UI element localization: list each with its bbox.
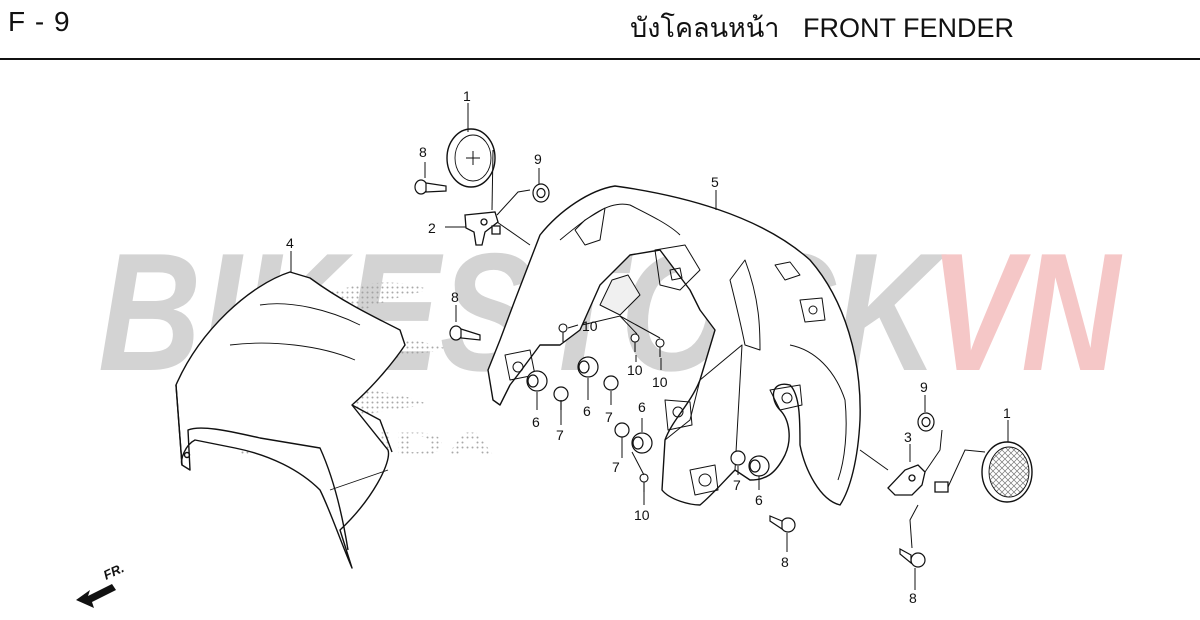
grommet-6-b — [577, 356, 599, 378]
screw-10-d — [639, 473, 649, 492]
grommet-6-c — [631, 432, 653, 454]
bolt-8-c — [769, 515, 796, 533]
collar-7-c — [614, 422, 630, 438]
callout-8-c: 8 — [781, 554, 789, 570]
page-title-english: FRONT FENDER — [802, 13, 1014, 43]
bolt-fasteners — [414, 179, 926, 568]
bolt-8-d — [899, 547, 926, 568]
leader-lines — [290, 103, 1009, 590]
callout-8-d: 8 — [909, 590, 917, 606]
callout-10-b: 10 — [627, 362, 643, 378]
collar-7-d — [730, 450, 746, 466]
watermark-brand-red: VN — [930, 218, 1123, 406]
nut-9-a — [532, 183, 550, 203]
screw-10-c — [655, 338, 665, 357]
callout-6-d: 6 — [755, 492, 763, 508]
callout-5: 5 — [711, 174, 719, 190]
callout-6-a: 6 — [532, 414, 540, 430]
callout-3: 3 — [904, 429, 912, 445]
part-1-cap-right — [981, 441, 1033, 503]
part-1-cap-top — [446, 128, 496, 188]
callout-6-c: 6 — [638, 399, 646, 415]
callout-7-b: 7 — [605, 409, 613, 425]
part-2-bracket — [464, 211, 501, 246]
page-title-thai: บังโคลนหน้า — [630, 13, 780, 44]
part-5-front-fender — [487, 185, 861, 506]
callout-9-a: 9 — [534, 151, 542, 167]
callout-10-a: 10 — [582, 318, 598, 334]
header-divider — [0, 58, 1200, 60]
callout-2: 2 — [428, 220, 436, 236]
part-3-bracket — [887, 464, 949, 496]
nut-9-b — [917, 412, 935, 432]
grommet-6-a — [526, 370, 548, 392]
bolt-8-a — [414, 179, 447, 195]
callout-7-d: 7 — [733, 477, 741, 493]
screw-10-a — [558, 323, 568, 342]
callout-1-right: 1 — [1003, 405, 1011, 421]
page-title: บังโคลนหน้า FRONT FENDER — [630, 6, 1014, 49]
callout-10-d: 10 — [634, 507, 650, 523]
callout-7-a: 7 — [556, 427, 564, 443]
callout-8-b: 8 — [451, 289, 459, 305]
callout-8-a: 8 — [419, 144, 427, 160]
nut-fasteners — [532, 183, 935, 432]
callout-9-b: 9 — [920, 379, 928, 395]
front-direction-arrow-icon — [76, 584, 116, 608]
screw-fasteners — [558, 323, 665, 492]
callout-1-top: 1 — [463, 88, 471, 104]
callout-7-c: 7 — [612, 459, 620, 475]
screw-10-b — [630, 333, 640, 352]
part-4-fender-cover — [175, 271, 406, 569]
section-code: F - 9 — [8, 6, 71, 37]
front-direction-label: FR. — [101, 560, 126, 582]
callout-labels: 1 1 2 3 4 5 6 6 6 6 7 7 7 7 8 8 8 8 9 9 … — [286, 88, 1011, 606]
callout-4: 4 — [286, 235, 294, 251]
front-direction-marker: FR. — [76, 560, 126, 608]
collar-7-b — [603, 375, 619, 391]
callout-6-b: 6 — [583, 403, 591, 419]
callout-10-c: 10 — [652, 374, 668, 390]
grommet-6-d — [748, 455, 770, 477]
bolt-8-b — [449, 325, 481, 341]
